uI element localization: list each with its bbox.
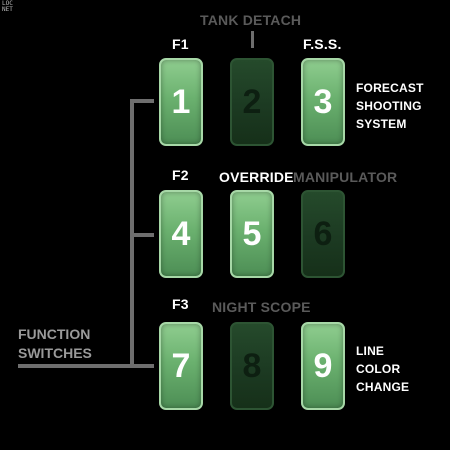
bracket-arm-row3: [18, 364, 154, 368]
key-9[interactable]: 9: [301, 322, 345, 410]
corner-logo-line-2: NET: [2, 6, 13, 13]
line-color-line-3: CHANGE: [356, 380, 410, 394]
corner-logo: LOC NET: [2, 1, 13, 13]
fss-label: F.S.S.: [303, 36, 342, 52]
night-scope-label: NIGHT SCOPE: [212, 299, 311, 315]
tank-detach-connector: [251, 31, 254, 48]
forecast-shooting-system-label: FORECAST SHOOTING SYSTEM: [356, 79, 424, 133]
key-3[interactable]: 3: [301, 58, 345, 146]
corner-logo-line-1: LOC: [2, 0, 13, 7]
manipulator-label: MANIPULATOR: [293, 169, 398, 185]
key-2[interactable]: 2: [230, 58, 274, 146]
key-7[interactable]: 7: [159, 322, 203, 410]
bracket-arm-row2: [130, 233, 154, 237]
forecast-line-1: FORECAST: [356, 81, 424, 95]
forecast-line-3: SYSTEM: [356, 117, 407, 131]
override-label: OVERRIDE: [219, 169, 294, 185]
line-color-line-2: COLOR: [356, 362, 401, 376]
key-4[interactable]: 4: [159, 190, 203, 278]
key-8[interactable]: 8: [230, 322, 274, 410]
line-color-change-label: LINE COLOR CHANGE: [356, 342, 409, 396]
f2-label: F2: [172, 167, 189, 183]
f3-label: F3: [172, 296, 189, 312]
key-1[interactable]: 1: [159, 58, 203, 146]
f1-label: F1: [172, 36, 189, 52]
function-switches-line-2: SWITCHES: [18, 345, 92, 361]
function-switches-label: FUNCTION SWITCHES: [18, 325, 92, 363]
key-5[interactable]: 5: [230, 190, 274, 278]
tank-detach-label: TANK DETACH: [200, 12, 302, 28]
bracket-arm-row1: [130, 99, 154, 103]
function-switches-line-1: FUNCTION: [18, 326, 91, 342]
line-color-line-1: LINE: [356, 344, 385, 358]
key-6[interactable]: 6: [301, 190, 345, 278]
forecast-line-2: SHOOTING: [356, 99, 422, 113]
